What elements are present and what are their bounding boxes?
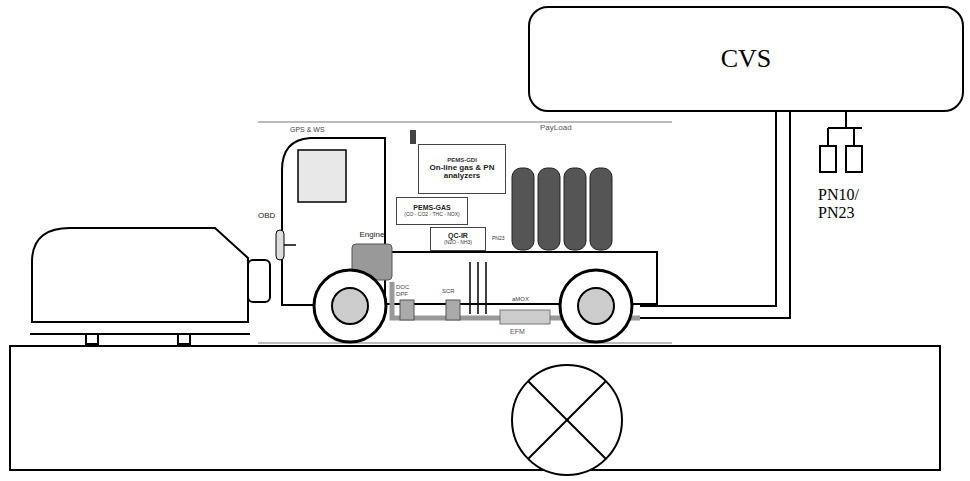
truck xyxy=(258,122,672,343)
cvs-box: CVS xyxy=(528,6,964,112)
sensor-label: PN23 xyxy=(492,236,505,242)
box-title: QC-IR xyxy=(448,232,468,240)
box-subtitle: (CO - CO2 - THC - NOX) xyxy=(404,212,459,218)
component-label: SCR xyxy=(442,288,455,295)
roller-cross xyxy=(528,381,606,459)
probe-label: PN10/ PN23 xyxy=(818,186,870,221)
fan-base xyxy=(30,333,250,335)
box-title: PEMS-GAS xyxy=(413,204,450,212)
component-label: DPF xyxy=(396,291,408,298)
analyzer-box: PEMS-GDIOn-line gas & PN analyzers xyxy=(418,144,506,194)
transfer-pipe xyxy=(640,112,790,318)
box-title: Engine xyxy=(360,231,385,240)
device-label: GPS & WS xyxy=(290,126,325,134)
component-label: EFM xyxy=(510,328,525,336)
box-subtitle: (N2O - NH3) xyxy=(444,240,472,246)
component-label: aMOX xyxy=(512,296,529,303)
analyzer-box: QC-IR(N2O - NH3) xyxy=(430,227,486,251)
dyno-base xyxy=(10,346,940,470)
roller-cross xyxy=(528,381,606,459)
pn-probes xyxy=(820,112,862,172)
component-label: DOC xyxy=(396,284,409,291)
box-subtitle: On-line gas & PN analyzers xyxy=(421,164,503,182)
box-title: PEMS-GDI xyxy=(447,157,477,164)
engine-label: Engine xyxy=(352,228,392,242)
part-label: OBD xyxy=(258,212,275,221)
part-label: PayLoad xyxy=(540,124,572,133)
box-title: CVS xyxy=(721,45,772,74)
analyzer-box: PEMS-GAS(CO - CO2 - THC - NOX) xyxy=(396,197,468,225)
cooling-fan xyxy=(32,228,270,344)
dyno-roller xyxy=(512,365,622,475)
transfer-pipe xyxy=(640,112,776,306)
